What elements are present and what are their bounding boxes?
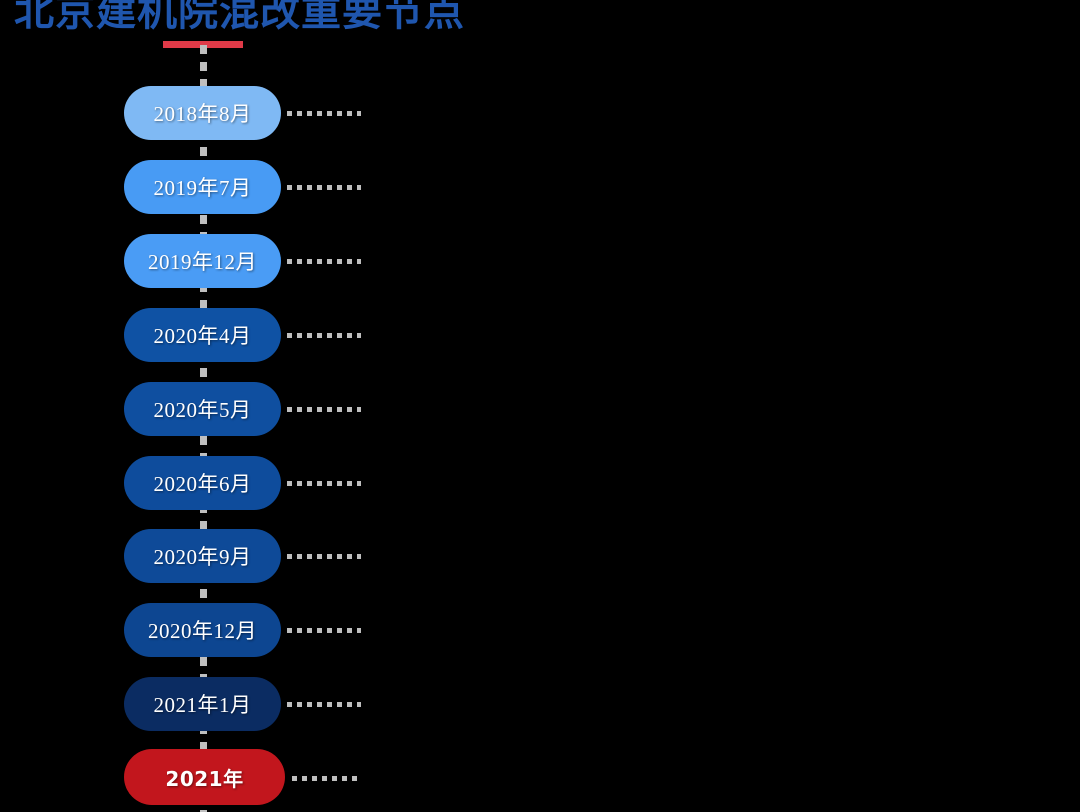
timeline-node-label: 2020年6月 [153,472,252,496]
timeline-node-connector [287,702,361,707]
timeline-node-connector [287,333,361,338]
timeline-node-pill[interactable]: 2020年6月 [124,456,281,510]
page-title: 北京建机院混改重要节点 [14,0,465,35]
timeline-node-pill[interactable]: 2020年5月 [124,382,281,436]
timeline-node-connector [287,481,361,486]
timeline-node-pill[interactable]: 2018年8月 [124,86,281,140]
timeline-node-label: 2020年9月 [153,545,252,569]
timeline-node-pill[interactable]: 2021年1月 [124,677,281,731]
timeline-node-pill[interactable]: 2019年7月 [124,160,281,214]
timeline-node-label: 2021年1月 [153,693,252,717]
timeline-node-pill[interactable]: 2021年 [124,749,285,805]
timeline-node-connector [287,111,361,116]
timeline-node-connector [287,407,361,412]
timeline-node-connector [287,259,361,264]
timeline-node-pill[interactable]: 2020年12月 [124,603,281,657]
timeline-node-label: 2019年12月 [148,250,257,274]
timeline-node-label: 2020年12月 [148,619,257,643]
timeline-node-label: 2019年7月 [153,176,252,200]
timeline-node-pill[interactable]: 2020年9月 [124,529,281,583]
timeline-node-label: 2020年4月 [153,324,252,348]
timeline-node-label: 2018年8月 [153,102,252,126]
timeline-node-label: 2021年 [165,766,244,791]
timeline-node-pill[interactable]: 2020年4月 [124,308,281,362]
timeline-node-connector [287,185,361,190]
timeline-node-label: 2020年5月 [153,398,252,422]
timeline-node-pill[interactable]: 2019年12月 [124,234,281,288]
title-underline-accent [163,41,243,48]
timeline-node-connector [287,554,361,559]
timeline-node-connector [287,628,361,633]
timeline-node-connector [292,776,362,781]
